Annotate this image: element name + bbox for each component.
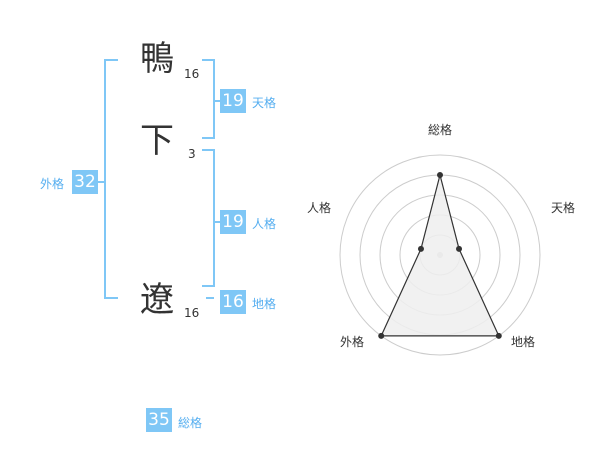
name-char-2: 下 bbox=[140, 121, 174, 161]
tenkaku-bracket bbox=[202, 59, 215, 139]
radar-axis-label-jinkaku: 人格 bbox=[307, 201, 332, 215]
tenkaku-value: 19 bbox=[220, 89, 246, 113]
gaikaku-bracket bbox=[104, 59, 118, 299]
radar-point-2 bbox=[456, 245, 463, 252]
jinkaku-bracket bbox=[202, 149, 215, 287]
soukaku-value: 35 bbox=[146, 408, 172, 432]
radar-point-3 bbox=[495, 332, 502, 339]
radar-axis-label-chikaku: 地格 bbox=[511, 335, 536, 349]
radar-point-4 bbox=[378, 332, 385, 339]
jinkaku-label: 人格 bbox=[252, 217, 277, 231]
radar-axis-label-tenkaku: 天格 bbox=[551, 201, 576, 215]
name-char-1: 鴨 bbox=[140, 39, 174, 79]
chikaku-label: 地格 bbox=[252, 297, 277, 311]
jinkaku-value: 19 bbox=[220, 210, 246, 234]
radar-chart bbox=[339, 154, 541, 356]
radar-series-polygon bbox=[380, 174, 500, 337]
soukaku-label: 総格 bbox=[178, 416, 203, 430]
radar-point-5 bbox=[417, 245, 424, 252]
chikaku-value: 16 bbox=[220, 290, 246, 314]
name-char-3: 遼 bbox=[140, 280, 174, 320]
radar-ring bbox=[339, 154, 541, 356]
radar-axis-label-soukaku: 総格 bbox=[428, 123, 453, 137]
stroke-count-2: 3 bbox=[188, 147, 196, 161]
tenkaku-label: 天格 bbox=[252, 96, 277, 110]
radar-point-1 bbox=[437, 172, 443, 178]
radar-axis-label-gaikaku: 外格 bbox=[340, 335, 365, 349]
stroke-count-1: 16 bbox=[184, 67, 200, 81]
stroke-count-3: 16 bbox=[184, 306, 200, 320]
gaikaku-value: 32 bbox=[72, 170, 98, 194]
gaikaku-label: 外格 bbox=[40, 177, 65, 191]
